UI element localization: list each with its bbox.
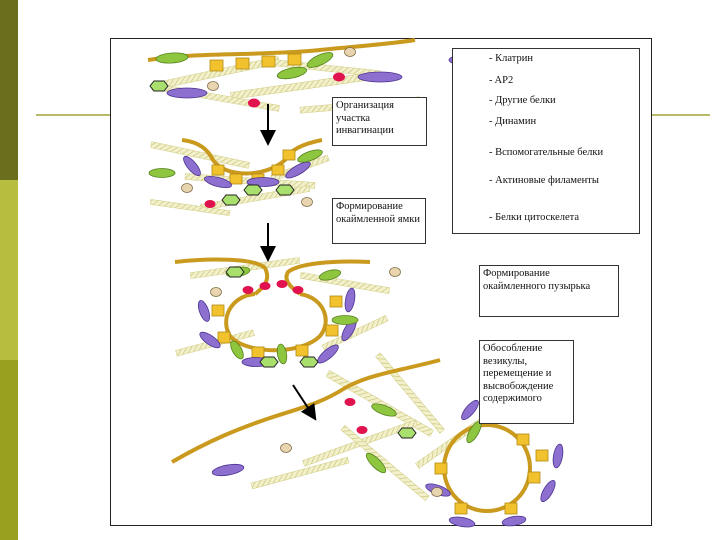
ap2-adaptors-3: [211, 295, 343, 359]
legend-ap2-label: - AP2: [489, 75, 514, 86]
left-stripe-middle: [0, 180, 18, 360]
left-stripe-top: [0, 0, 18, 180]
decor-rule-right: [650, 114, 710, 116]
clathrin-3: [197, 287, 357, 367]
arrow-step-3: [292, 384, 317, 421]
dynamin-2: [204, 200, 216, 208]
ap2-adaptors-4: [434, 433, 549, 515]
clathrin-2: [183, 155, 311, 189]
legend-panel: [452, 48, 640, 234]
auxiliary-3: [225, 266, 319, 368]
legend-other-label: - Другие белки: [489, 95, 556, 106]
dynamin-4: [344, 398, 368, 434]
left-stripe-bottom: [0, 360, 18, 540]
cytoskeleton-2: [181, 183, 313, 207]
clathrin-4: [211, 399, 564, 528]
step-2-box: Формирование окаймленной ямки: [332, 198, 426, 244]
cytoskeleton-3: [210, 267, 401, 297]
legend-cytoskeleton-label: - Белки цитоскелета: [489, 212, 580, 223]
dynamin-3: [242, 280, 304, 294]
vesicle-3: [224, 292, 328, 353]
step-4-box: Обособление везикулы, перемещение и высв…: [479, 340, 574, 424]
membrane-2: [181, 138, 323, 176]
legend-clathrin-label: - Клатрин: [489, 53, 533, 64]
auxiliary-2: [221, 184, 295, 206]
membrane-1: [147, 38, 416, 62]
stage-4-free-vesicle: [170, 352, 564, 528]
clathrin-1: [166, 71, 403, 99]
dynamin-1: [248, 72, 345, 108]
other-proteins-2: [148, 149, 323, 178]
other-proteins-1: [155, 52, 334, 80]
cytoskeleton-4: [280, 443, 443, 497]
auxiliary-1: [149, 80, 169, 92]
auxiliary-4: [397, 427, 417, 439]
step-1-box: Организация участка инвагинации: [332, 97, 427, 146]
cytoskeleton-1: [207, 47, 356, 91]
decor-rule-left: [36, 114, 110, 116]
actin-filaments-4: [250, 352, 485, 502]
ap2-adaptors-1: [209, 53, 302, 72]
other-proteins-4: [365, 403, 482, 474]
stage-3-coated-vesicle: [174, 257, 401, 368]
legend-actin-label: - Актиновые филаменты: [489, 175, 599, 186]
stage-2-coated-pit: [148, 138, 330, 216]
legend-dynamin-label: - Динамин: [489, 116, 537, 127]
legend-auxiliary-label: - Вспомогательные белки: [489, 147, 604, 158]
step-3-box: Формирование окаймленного пузырька: [479, 265, 619, 317]
